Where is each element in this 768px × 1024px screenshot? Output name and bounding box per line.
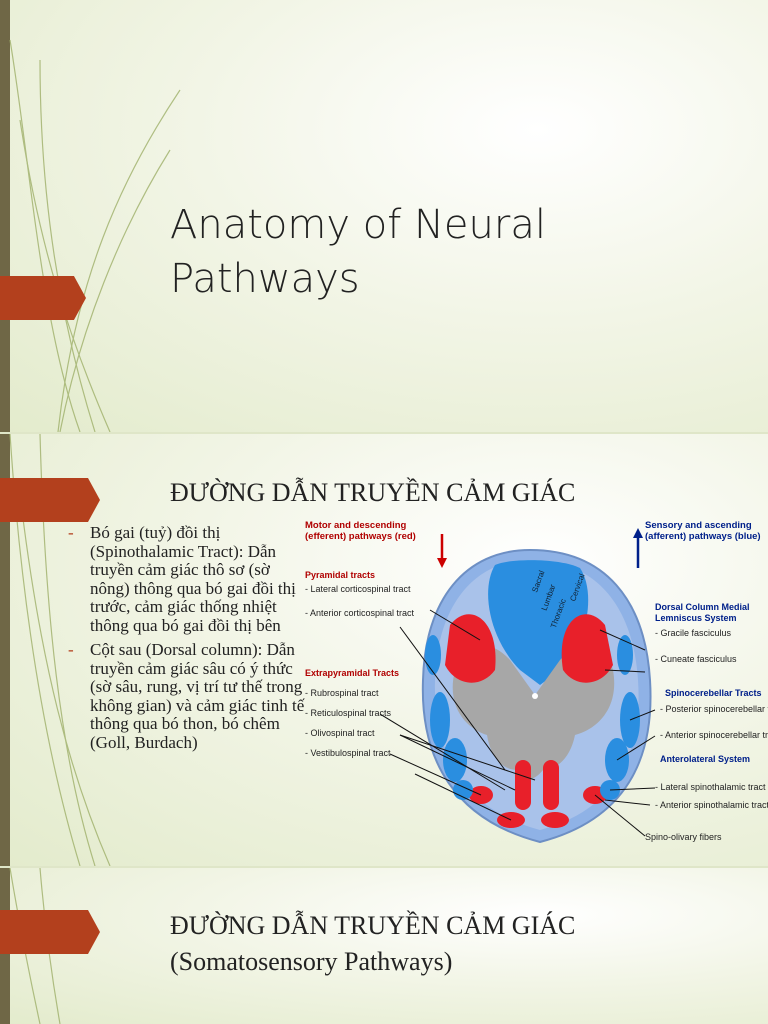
vestibulospinal-label: - Vestibulospinal tract <box>305 748 391 758</box>
anterior-spinocerebellar-label: - Anterior spinocerebellar tract <box>660 730 768 740</box>
content-slide: ĐƯỜNG DẪN TRUYỀN CẢM GIÁC -Bó gai (tuỷ) … <box>0 434 768 866</box>
anterolateral-label: Anterolateral System <box>660 754 751 764</box>
section-slide: ĐƯỜNG DẪN TRUYỀN CẢM GIÁC (Somatosensory… <box>0 868 768 1024</box>
anterior-spinothalamic-label: - Anterior spinothalamic tract <box>655 800 768 810</box>
bullet-item: -Bó gai (tuỷ) đồi thị (Spinothalamic Tra… <box>68 523 308 635</box>
dorsal-column-label: Dorsal Column Medial Lemniscus System <box>655 602 750 623</box>
accent-tab <box>0 910 100 954</box>
section-subtitle: (Somatosensory Pathways) <box>170 947 453 976</box>
slide-separator <box>0 866 768 868</box>
section-heading: ĐƯỜNG DẪN TRUYỀN CẢM GIÁC (Somatosensory… <box>170 908 575 980</box>
anterior-corticospinal-label: - Anterior corticospinal tract <box>305 608 415 618</box>
spinal-cord-diagram: Motor and descending (efferent) pathways… <box>305 520 768 850</box>
olivospinal-label: - Olivospinal tract <box>305 728 375 738</box>
slide-heading: ĐƯỜNG DẪN TRUYỀN CẢM GIÁC <box>170 478 576 507</box>
posterior-spinocerebellar-label: - Posterior spinocerebellar tract <box>660 704 768 714</box>
pyramidal-label: Pyramidal tracts <box>305 570 376 580</box>
bullet-text: Cột sau (Dorsal column): Dẫn truyền cảm … <box>90 640 305 752</box>
slide-edge <box>0 434 10 866</box>
motor-heading: Motor and descending (efferent) pathways… <box>305 520 416 542</box>
bullet-item: -Cột sau (Dorsal column): Dẫn truyền cảm… <box>68 640 308 752</box>
lateral-corticospinal-label: - Lateral corticospinal tract <box>305 584 411 594</box>
reticulospinal-label: - Reticulospinal tracts <box>305 708 392 718</box>
section-title: ĐƯỜNG DẪN TRUYỀN CẢM GIÁC <box>170 911 576 940</box>
decorative-curves <box>9 39 181 432</box>
spinal-cord-cross-section <box>379 528 656 844</box>
rubrospinal-label: - Rubrospinal tract <box>305 688 379 698</box>
bullet-dash: - <box>68 523 74 542</box>
lateral-spinothalamic-label: - Lateral spinothalamic tract <box>655 782 766 792</box>
bullet-text: Bó gai (tuỷ) đồi thị (Spinothalamic Trac… <box>90 523 296 635</box>
accent-tab <box>0 276 86 320</box>
slide-edge <box>0 0 10 432</box>
spino-olivary-label: Spino-olivary fibers <box>645 832 722 842</box>
extrapyramidal-label: Extrapyramidal Tracts <box>305 668 400 678</box>
sensory-heading: Sensory and ascending (afferent) pathway… <box>645 520 761 542</box>
slide-title: Anatomy of Neural Pathways <box>170 202 546 302</box>
spinocerebellar-label: Spinocerebellar Tracts <box>665 688 762 698</box>
cuneate-label: - Cuneate fasciculus <box>655 654 737 664</box>
accent-tab <box>0 478 100 522</box>
slide-separator <box>0 432 768 434</box>
bullet-dash: - <box>68 640 74 659</box>
gracile-label: - Gracile fasciculus <box>655 628 732 638</box>
title-slide: Anatomy of Neural Pathways <box>0 0 768 432</box>
bullet-list: -Bó gai (tuỷ) đồi thị (Spinothalamic Tra… <box>68 523 308 758</box>
